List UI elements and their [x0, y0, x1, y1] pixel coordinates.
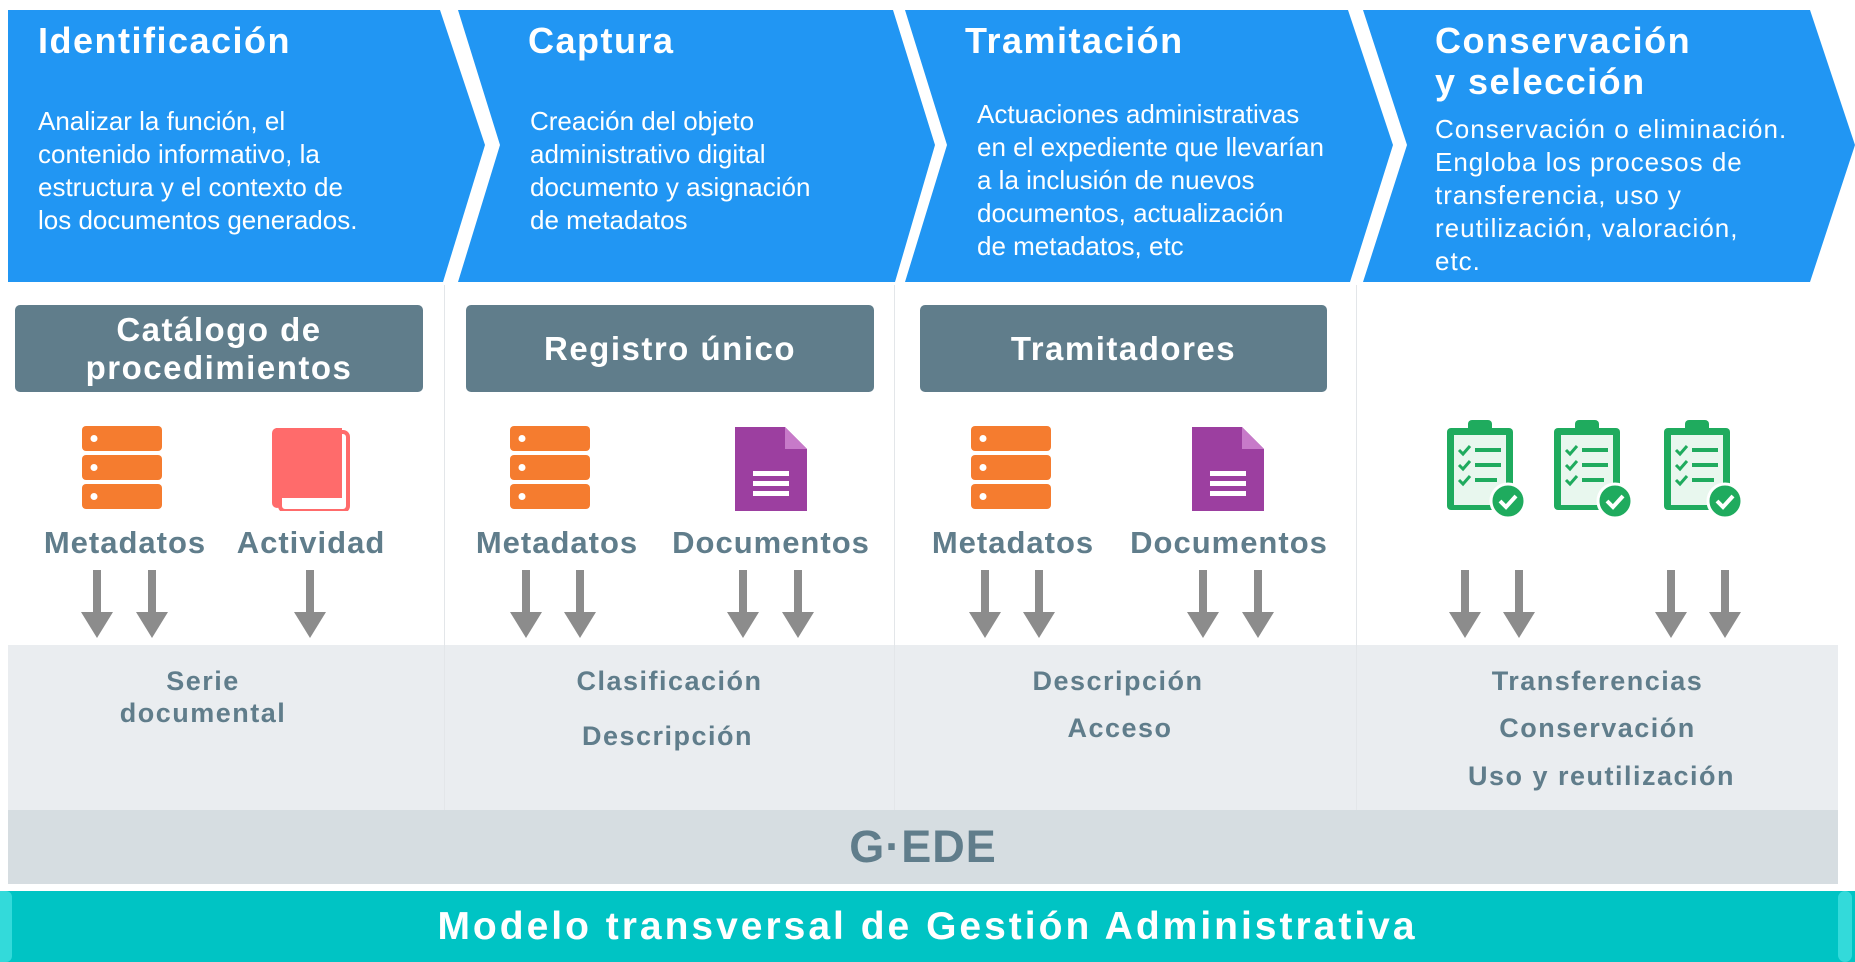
phase-chevrons [8, 10, 1855, 282]
process-band [8, 645, 444, 810]
phase-chevron-conservacion [1363, 10, 1855, 282]
down-arrow-icon [969, 570, 1001, 638]
process-transferencias: Transferencias [1491, 666, 1704, 696]
down-arrow-icon [1503, 570, 1535, 638]
column-divider [894, 285, 895, 810]
process-acceso: Acceso [1067, 713, 1173, 743]
process-band [1357, 645, 1838, 810]
server-stack-icon [510, 426, 590, 509]
down-arrow-icon [564, 570, 596, 638]
tool-tramitadores: Tramitadores [920, 305, 1327, 392]
down-arrow-icon [1242, 570, 1274, 638]
process-clasificacion: Clasificación [576, 666, 763, 696]
phase-chevron-identificacion [8, 10, 485, 282]
phase-title-identificacion: Identificación [38, 20, 292, 61]
down-arrow-icon [782, 570, 814, 638]
process-descripcion: Descripción [581, 721, 754, 751]
icon-label-metadatos: Metadatos [475, 525, 639, 560]
checklist-icon [1447, 420, 1527, 520]
phase-chevron-captura [458, 10, 935, 282]
icon-label-metadatos: Metadatos [43, 525, 207, 560]
phase-title-captura: Captura [528, 20, 675, 61]
process-band [895, 645, 1356, 810]
process-conservacion: Conservación [1499, 713, 1696, 743]
phase-description-identificacion: Analizar la función, el contenido inform… [38, 106, 358, 235]
tool-registro-unico: Registro único [466, 305, 874, 392]
down-arrow-icon [294, 570, 326, 638]
server-stack-icon [971, 426, 1051, 509]
icon-label-documentos: Documentos [1130, 525, 1328, 560]
process-band [445, 645, 894, 810]
model-bar: Modelo transversal de Gestión Administra… [0, 891, 1855, 962]
down-arrow-icon [510, 570, 542, 638]
icon-label-documentos: Documentos [672, 525, 870, 560]
down-arrow-icon [1655, 570, 1687, 638]
down-arrow-icon [136, 570, 168, 638]
tool-catalogo-procedimientos: Catálogo de procedimientos [15, 305, 423, 392]
phase-description-tramitacion: Actuaciones administrativas en el expedi… [977, 99, 1324, 261]
platform-gede: G·EDE [8, 810, 1838, 884]
phase-description-captura: Creación del objeto administrativo digit… [530, 106, 811, 235]
process-serie-documental: Serie documental [119, 666, 287, 728]
down-arrow-icon [1709, 570, 1741, 638]
down-arrow-icon [1023, 570, 1055, 638]
icon-label-metadatos: Metadatos [931, 525, 1095, 560]
process-uso-reutilizacion: Uso y reutilización [1467, 761, 1736, 791]
down-arrow-icon [1187, 570, 1219, 638]
icon-label-actividad: Actividad [236, 525, 386, 560]
column-divider [444, 285, 445, 810]
down-arrow-icon [1449, 570, 1481, 638]
process-descripcion: Descripción [1032, 666, 1204, 696]
book-icon [272, 428, 350, 511]
phase-description-conservacion: Conservación o eliminación. Engloba los … [1435, 114, 1788, 276]
checklist-icon [1554, 420, 1634, 520]
phase-title-conservacion: Conservación y selección [1435, 20, 1692, 102]
phase-chevron-tramitacion [905, 10, 1393, 282]
document-icon [1192, 427, 1264, 511]
column-divider [1356, 285, 1357, 810]
document-icon [735, 427, 807, 511]
model-bar-cap [1838, 891, 1852, 962]
model-bar-cap [0, 891, 12, 962]
phase-title-tramitacion: Tramitación [965, 20, 1184, 61]
checklist-icon [1664, 420, 1744, 520]
down-arrow-icon [81, 570, 113, 638]
down-arrow-icon [727, 570, 759, 638]
server-stack-icon [82, 426, 162, 509]
